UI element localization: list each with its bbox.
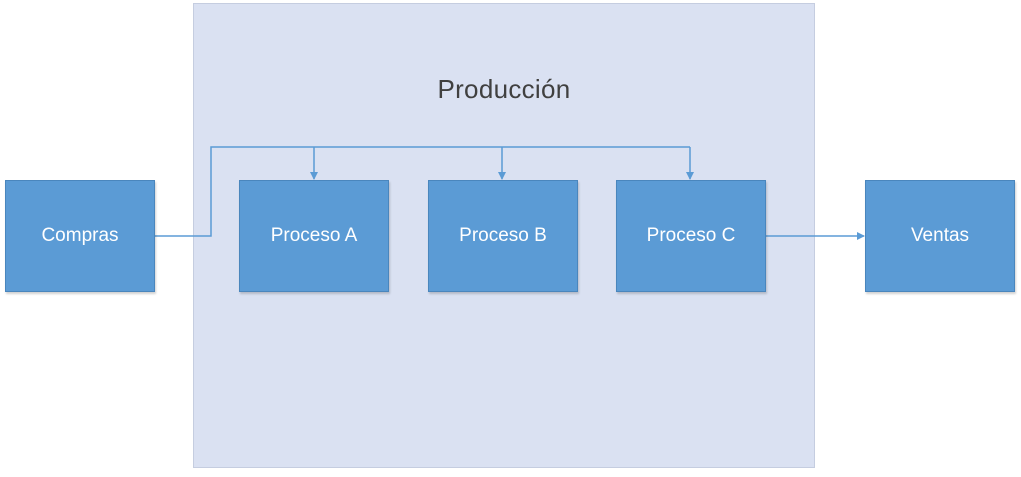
node-compras-label: Compras: [41, 225, 119, 246]
node-proceso-b: Proceso B: [428, 180, 578, 292]
node-proceso-c-label: Proceso C: [646, 225, 736, 246]
node-proceso-a-label: Proceso A: [270, 225, 358, 246]
node-proceso-b-label: Proceso B: [459, 225, 547, 246]
node-proceso-a: Proceso A: [239, 180, 389, 292]
node-ventas-label: Ventas: [910, 225, 970, 246]
node-ventas: Ventas: [865, 180, 1015, 292]
node-compras: Compras: [5, 180, 155, 292]
produccion-title: Producción: [437, 74, 571, 104]
node-proceso-c: Proceso C: [616, 180, 766, 292]
